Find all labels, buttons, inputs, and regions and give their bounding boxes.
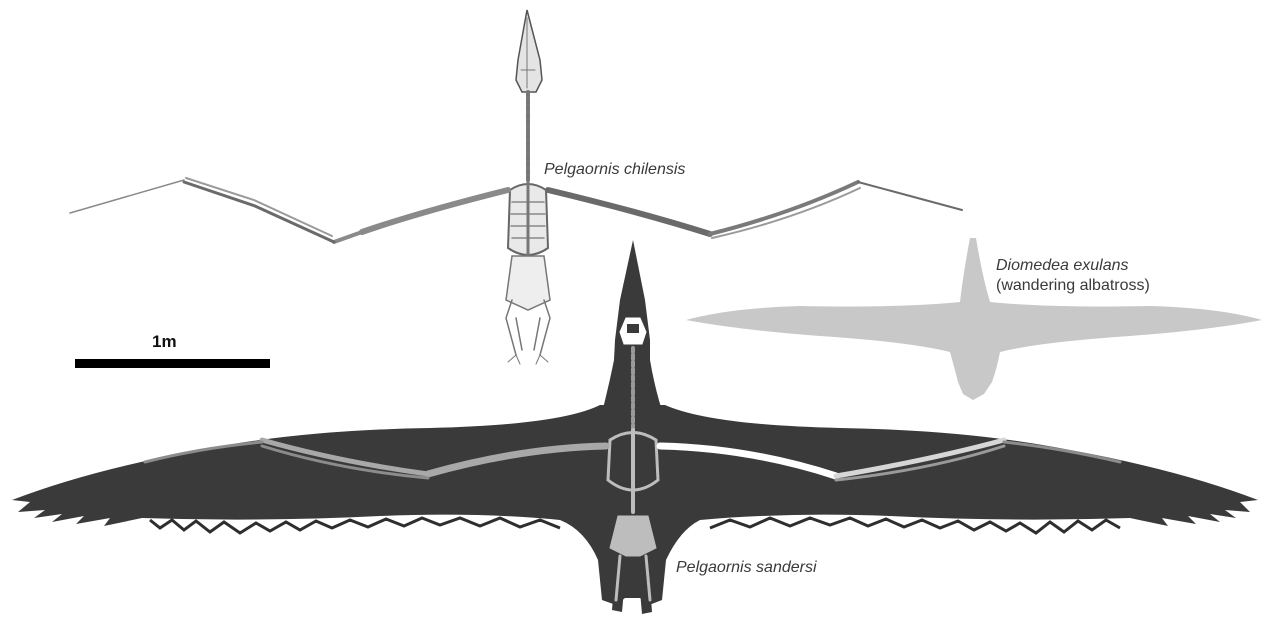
exulans-silhouette bbox=[686, 238, 1262, 400]
scale-label: 1m bbox=[152, 332, 177, 352]
sandersi-orbit bbox=[627, 324, 639, 333]
chilensis-label: Pelgaornis chilensis bbox=[544, 160, 685, 180]
exulans-name: Diomedea exulans bbox=[996, 256, 1150, 276]
sandersi-pelvis bbox=[610, 516, 656, 556]
sandersi-label: Pelgaornis sandersi bbox=[676, 558, 817, 578]
chilensis-left-humerus bbox=[362, 190, 508, 232]
exulans-label: Diomedea exulans (wandering albatross) bbox=[996, 256, 1150, 296]
chilensis-right-hand bbox=[858, 182, 962, 210]
chilensis-name: Pelgaornis chilensis bbox=[544, 161, 685, 178]
chilensis-feet bbox=[508, 355, 548, 364]
chilensis-left-radius bbox=[184, 182, 334, 242]
sandersi-name: Pelgaornis sandersi bbox=[676, 559, 817, 576]
chilensis-skull bbox=[516, 10, 542, 92]
chilensis-left-hand bbox=[70, 180, 184, 213]
chilensis-right-humerus bbox=[548, 190, 710, 234]
exulans-common-name: (wandering albatross) bbox=[996, 276, 1150, 296]
exulans-body bbox=[686, 238, 1262, 400]
chilensis-left-forearm bbox=[334, 232, 362, 242]
scale-bar bbox=[75, 359, 270, 368]
chilensis-right-forearm bbox=[710, 182, 858, 234]
chilensis-pelvis bbox=[506, 256, 550, 310]
